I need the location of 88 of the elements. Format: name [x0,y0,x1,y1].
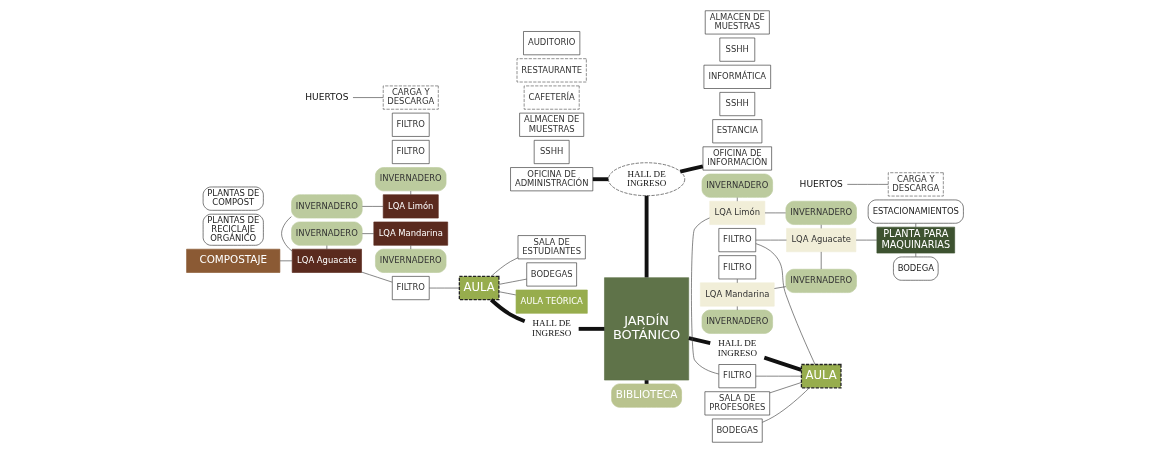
connector [736,306,738,311]
connector [280,216,292,252]
node-box: LQA Aguacate [785,228,856,253]
connector [409,245,411,250]
node-ellipse: HALL DE INGRESO [607,162,685,196]
node-box: ESTACIONAMIENTOS [867,199,964,224]
node-box: CAFETERÍA [523,85,580,110]
node-box: BODEGAS [525,262,577,287]
node-box: FILTRO [718,228,756,253]
node-box: LQA Mandarina [373,221,448,246]
connector [755,239,787,241]
node-box: AUDITORIO [522,31,580,56]
node-text: HUERTOS [799,178,843,189]
connector [846,184,889,185]
node-text: HALL DE INGRESO [717,338,757,359]
connector [763,355,802,372]
node-box: FILTRO [718,364,756,389]
connector [361,206,383,207]
connector [773,286,786,289]
node-box: PLANTAS DE RECICLAJE ORGÁNICO [202,213,264,246]
node-box: INVERNADERO [290,221,362,246]
node-box: ALMACEN DE MUESTRAS [704,10,770,35]
node-box: AULA TEÓRICA [515,289,588,314]
node-box: CARGA Y DESCARGA [382,85,439,110]
connector [855,239,877,241]
connector [489,298,525,323]
node-box: OFICINA DE INFORMACIÓN [702,146,772,171]
connector [761,387,810,423]
node-text: HUERTOS [304,91,348,102]
connector [914,223,916,228]
node-box: BODEGAS [711,418,763,443]
connector [360,271,392,283]
node-box: RESTAURANTE [516,58,587,83]
node-box: INVERNADERO [374,248,446,273]
connector [690,217,719,375]
node-box: FILTRO [391,112,430,137]
node-box: SSHH [533,140,569,164]
connector [679,164,703,174]
node-box: JARDÍN BOTÁNICO [603,277,689,381]
node-box: INFORMÁTICA [703,64,771,89]
node-box: PLANTA PARA MAQUINARIAS [876,226,955,254]
node-box: PLANTAS DE COMPOST [202,186,264,211]
connector [279,260,292,262]
connector [428,287,460,289]
node-box: OFICINA DE ADMINISTRACIÓN [509,167,593,192]
connector [409,190,411,196]
connector [644,380,649,384]
connector [326,245,327,250]
connector [498,278,527,285]
connector [755,375,802,377]
node-box: BODEGA [892,256,938,281]
connector [755,243,815,365]
node-box: AULA [458,275,499,301]
connector [490,257,518,277]
node-box: BIBLIOTECA [610,383,682,408]
node-box: INVERNADERO [785,200,857,225]
node-box: INVERNADERO [290,194,362,219]
node-box: SALA DE PROFESORES [704,391,770,416]
node-box: LQA Limón [708,200,765,225]
node-box: INVERNADERO [374,167,446,192]
connector [644,195,649,278]
node-box: FILTRO [391,140,430,164]
node-box: INVERNADERO [785,268,857,293]
node-box: INVERNADERO [701,173,773,198]
node-box: SALA DE ESTUDIANTES [517,235,586,260]
connector [592,177,608,182]
connector [498,291,516,296]
node-box: FILTRO [718,255,756,280]
node-box: ALMACEN DE MUESTRAS [518,112,584,137]
node-box: LQA Aguacate [291,248,362,273]
connector [687,336,711,345]
node-box: FILTRO [391,276,430,301]
connector [914,252,916,258]
node-text: HALL DE INGRESO [531,318,571,339]
connector [578,326,604,331]
node-box: INVERNADERO [701,309,773,334]
node-box: AULA [800,363,842,389]
connector [361,233,374,234]
node-box: CARGA Y DESCARGA [887,172,944,197]
connector [736,278,738,284]
node-box: SSHH [718,37,755,62]
node-box: ESTANCIA [711,119,762,144]
node-box: SSHH [718,92,755,117]
connector [769,382,802,394]
node-box: LQA Mandarina [699,282,775,307]
node-box: LQA Limón [382,194,439,219]
connector [352,97,383,98]
node-box: COMPOSTAJE [185,248,280,273]
